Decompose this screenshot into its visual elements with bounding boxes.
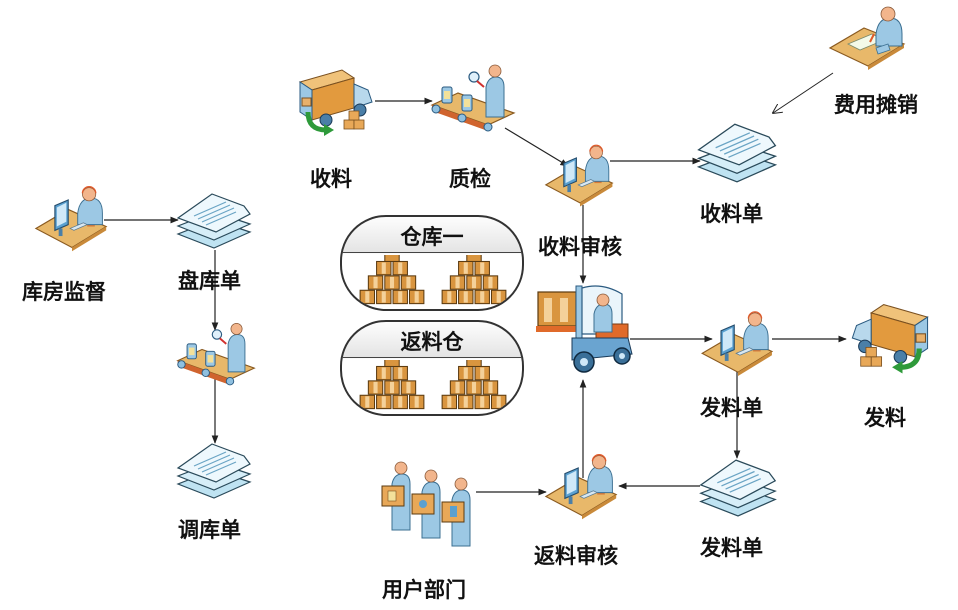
edge-inspect-receive-review — [504, 127, 569, 167]
node-label-inspect: 质检 — [449, 167, 491, 191]
document-stack-icon — [694, 120, 780, 184]
box-pile-icon — [356, 255, 428, 307]
node-label-issue-doc-review: 发料单 — [700, 396, 763, 420]
box-pile-icon — [438, 255, 510, 307]
node-label-transfer-doc: 调库单 — [178, 518, 241, 542]
node-label-receipt-doc: 收料单 — [700, 202, 763, 226]
warehouse-one-title: 仓库一 — [400, 225, 464, 249]
node-label-issue-doc: 发料单 — [700, 536, 763, 560]
quality-inspection-conveyor-icon — [428, 60, 518, 140]
warehouse-one: 仓库一 — [340, 215, 524, 311]
node-label-receive: 收料 — [310, 167, 352, 191]
box-pile-icon — [438, 360, 510, 412]
divider — [342, 252, 522, 253]
operator-workstation-icon — [34, 184, 110, 252]
return-warehouse: 返料仓 — [340, 320, 524, 416]
node-label-warehouse-supervision: 库房监督 — [22, 280, 106, 304]
edge-cost-allocation-receipt-doc — [773, 72, 834, 113]
box-pile-icon — [356, 360, 428, 412]
document-stack-icon — [174, 440, 254, 500]
forklift-icon — [536, 278, 636, 378]
node-label-issue: 发料 — [864, 406, 906, 430]
quality-inspection-conveyor-icon — [174, 316, 258, 396]
delivery-truck-icon — [844, 296, 938, 380]
node-label-cost-allocation: 费用摊销 — [834, 93, 918, 117]
node-label-receive-review: 收料审核 — [538, 235, 622, 259]
operator-workstation-icon — [544, 452, 620, 520]
node-label-inventory-doc: 盘库单 — [178, 269, 241, 293]
document-stack-icon — [174, 190, 254, 250]
return-warehouse-title: 返料仓 — [400, 330, 464, 354]
clerk-desk-icon — [828, 4, 908, 74]
divider — [342, 357, 522, 358]
delivery-truck-icon — [290, 62, 380, 142]
workers-carrying-boxes-icon — [378, 456, 478, 556]
document-stack-icon — [696, 456, 780, 518]
operator-workstation-icon — [544, 142, 616, 208]
node-label-return-review: 返料审核 — [534, 544, 618, 568]
node-label-user-dept: 用户部门 — [382, 578, 466, 602]
operator-workstation-icon — [700, 310, 776, 376]
